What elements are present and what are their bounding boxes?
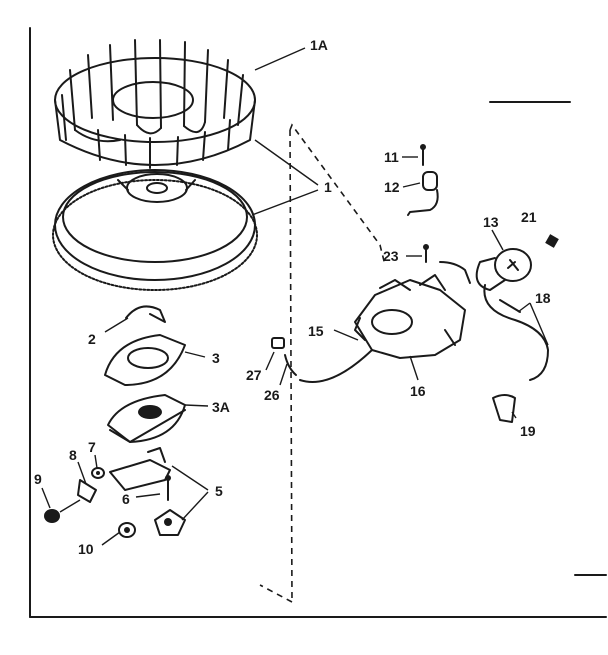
label-5: 5 [215,483,223,499]
part-5-points [109,447,186,536]
label-19: 19 [520,423,536,439]
part-21-clip [545,234,559,248]
part-11-screw [420,144,426,166]
part-19-boot [492,394,516,423]
part-7-washer [91,467,105,479]
part-3A-plate [107,394,186,443]
label-27: 27 [246,367,262,383]
label-10: 10 [78,541,94,557]
part-13-coil [475,248,532,291]
label-13: 13 [483,214,499,230]
part-26-wire-end [284,354,297,376]
label-3A: 3A [212,399,230,415]
part-6-screw [165,475,171,501]
label-1: 1 [324,179,332,195]
part-15-16-stator [299,274,466,383]
callout-labels: 1A 1 2 3 3A 5 6 7 8 9 10 11 12 13 15 16 … [34,37,551,557]
part-3-gasket [104,334,186,386]
label-9: 9 [34,471,42,487]
label-16: 16 [410,383,426,399]
flywheel [52,169,258,291]
part-12-condenser [407,171,439,216]
part-27-nut [271,337,285,349]
label-6: 6 [122,491,130,507]
label-8: 8 [69,447,77,463]
part-23-screw [423,244,429,263]
part-8-bracket [77,479,97,503]
part-9-nut [44,509,60,523]
leader-lines [41,47,549,546]
label-2: 2 [88,331,96,347]
label-18: 18 [535,290,551,306]
label-23: 23 [383,248,399,264]
part-18-wires [439,261,549,381]
part-10-cap [118,522,136,538]
label-15: 15 [308,323,324,339]
label-1A: 1A [310,37,328,53]
flywheel-fan [54,39,256,169]
label-11: 11 [384,149,399,165]
assembly-dashed-line [259,123,386,603]
label-26: 26 [264,387,280,403]
label-7: 7 [88,439,96,455]
label-21: 21 [521,209,537,225]
label-12: 12 [384,179,400,195]
diagram-frame [29,27,607,618]
part-2-clip [125,305,166,323]
label-3: 3 [212,350,220,366]
